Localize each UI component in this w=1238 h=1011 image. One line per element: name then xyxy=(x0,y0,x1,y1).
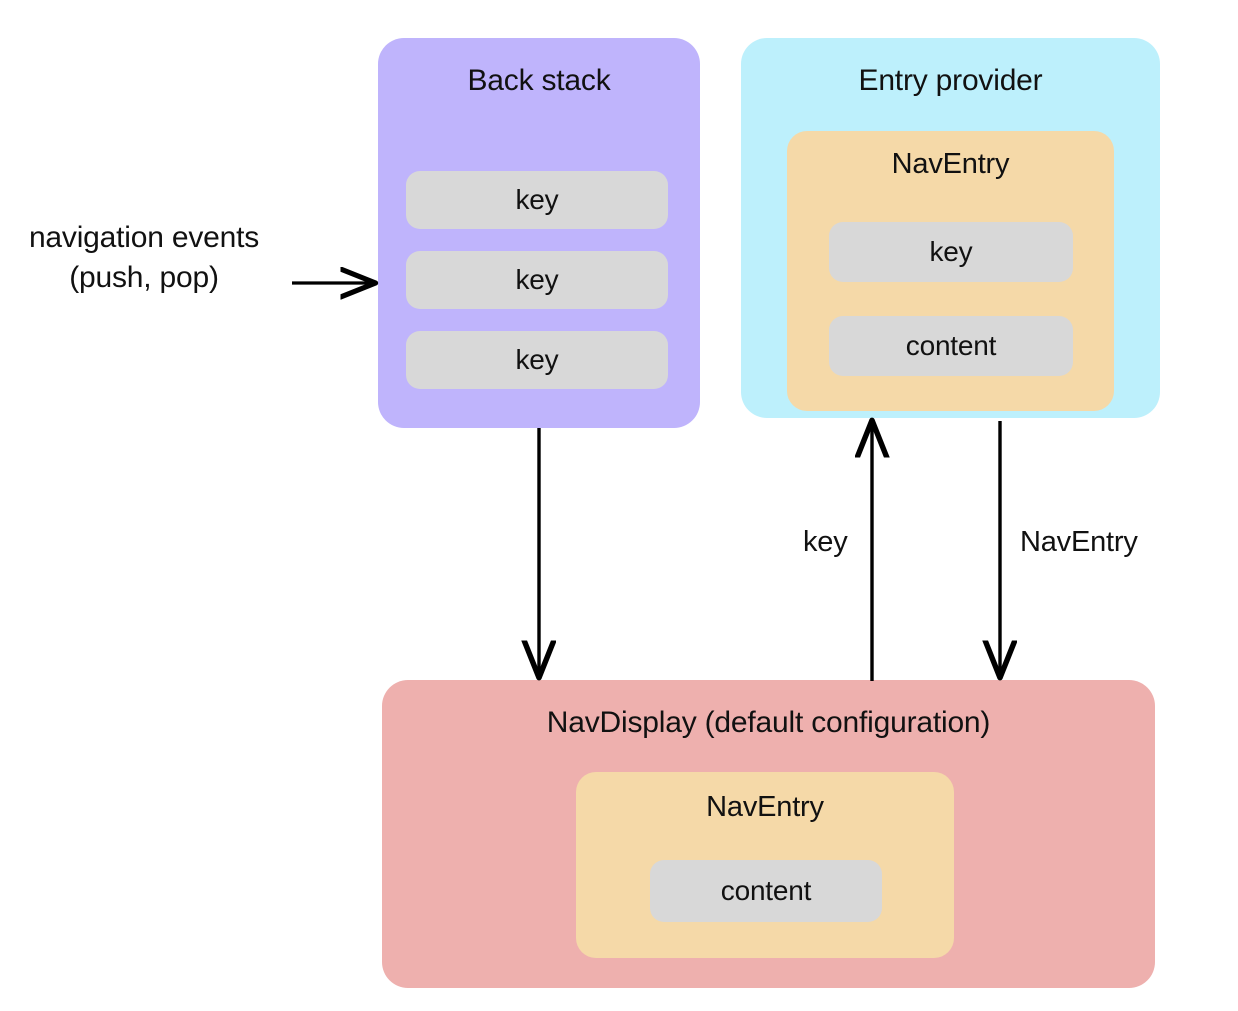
navigation-events-caption: navigation events (push, pop) xyxy=(6,218,282,297)
entry-provider-content-pill: content xyxy=(829,316,1073,376)
back-stack-key-pill: key xyxy=(406,331,668,389)
back-stack-box: Back stack key key key xyxy=(378,38,700,428)
nav-display-title: NavDisplay (default configuration) xyxy=(546,706,991,739)
back-stack-title: Back stack xyxy=(467,64,611,97)
entry-provider-title: Entry provider xyxy=(858,64,1043,97)
back-stack-key-pill: key xyxy=(406,251,668,309)
entry-provider-key-pill: key xyxy=(829,222,1073,282)
nav-display-naventry-title: NavEntry xyxy=(706,791,824,823)
navigation-events-line-1: navigation events xyxy=(28,221,260,254)
navigation-events-line-2: (push, pop) xyxy=(69,260,219,294)
entry-provider-naventry-title: NavEntry xyxy=(891,148,1010,180)
nav-display-naventry-box: NavEntry content xyxy=(576,772,954,958)
edge-label-key: key xyxy=(803,526,848,558)
nav-display-content-pill: content xyxy=(650,860,882,922)
edge-label-naventry: NavEntry xyxy=(1020,526,1138,558)
back-stack-key-pill: key xyxy=(406,171,668,229)
entry-provider-naventry-box: NavEntry key content xyxy=(787,131,1114,411)
